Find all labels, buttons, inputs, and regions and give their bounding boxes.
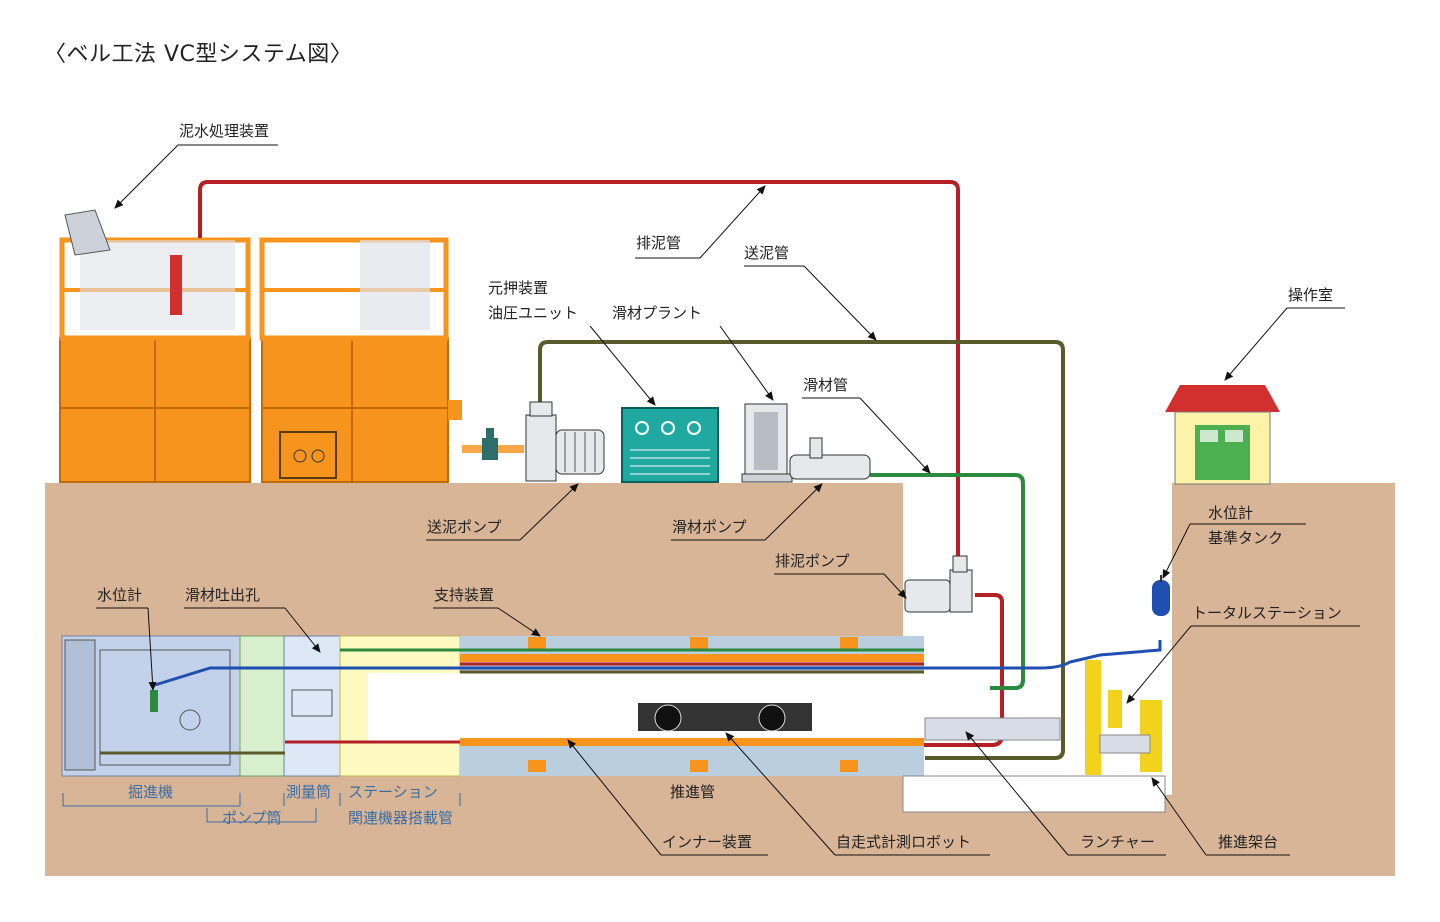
feed-slurry-pipe-orange [462, 428, 524, 460]
label-water-gauge-left: 水位計 [97, 586, 142, 604]
label-lubricant-outlet: 滑材吐出孔 [185, 586, 260, 604]
label-reference-tank: 基準タンク [1208, 529, 1283, 547]
feed-pump [525, 401, 605, 482]
slurry-treatment-plant [59, 209, 462, 483]
label-station: ステーション [348, 783, 438, 801]
labels: 泥水処理装置 排泥管 送泥管 元押装置 油圧ユニット 滑材プラント 滑材管 操作… [62, 122, 1360, 856]
lubricant-plant [741, 403, 871, 483]
tunnel-lines [100, 640, 1162, 755]
label-survey-tube: 測量筒 [286, 783, 331, 801]
label-discharge-pump: 排泥ポンプ [775, 552, 850, 570]
label-feed-pipe: 送泥管 [744, 244, 789, 262]
label-support-device: 支持装置 [434, 586, 494, 604]
label-jacking-frame: 推進架台 [1218, 833, 1278, 851]
label-inner-device: インナー装置 [662, 833, 752, 851]
label-lubricant-pipe: 滑材管 [803, 376, 848, 394]
reference-tank [1152, 575, 1170, 616]
label-hydraulic-unit: 油圧ユニット [488, 304, 578, 322]
label-launcher: ランチャー [1080, 833, 1155, 851]
label-feed-pump: 送泥ポンプ [427, 518, 502, 536]
label-slurry-treatment: 泥水処理装置 [179, 122, 269, 140]
label-control-room: 操作室 [1288, 286, 1333, 304]
page-title: 〈ベル工法 VC型システム図〉 [44, 42, 353, 67]
discharge-pump [904, 555, 973, 613]
label-excavator: 掘進機 [128, 783, 173, 801]
label-main-jack: 元押装置 [488, 279, 548, 297]
label-water-gauge-right: 水位計 [1208, 504, 1253, 522]
label-equipment-pipe: 関連機器搭載管 [348, 809, 453, 827]
lubricant-pipe-line [870, 473, 1025, 690]
feed-pipe-line [538, 340, 1065, 760]
control-room [1165, 385, 1280, 485]
label-lubricant-plant: 滑材プラント [612, 304, 702, 322]
label-robot: 自走式計測ロボット [836, 833, 971, 851]
jacking-frame [1085, 660, 1162, 775]
label-discharge-pipe: 排泥管 [636, 234, 681, 252]
label-total-station: トータルステーション [1192, 604, 1342, 622]
label-lubricant-pump: 滑材ポンプ [672, 518, 747, 536]
label-pump-tube: ポンプ筒 [222, 809, 282, 827]
label-jacking-pipe: 推進管 [670, 783, 715, 801]
hydraulic-unit [621, 407, 719, 483]
